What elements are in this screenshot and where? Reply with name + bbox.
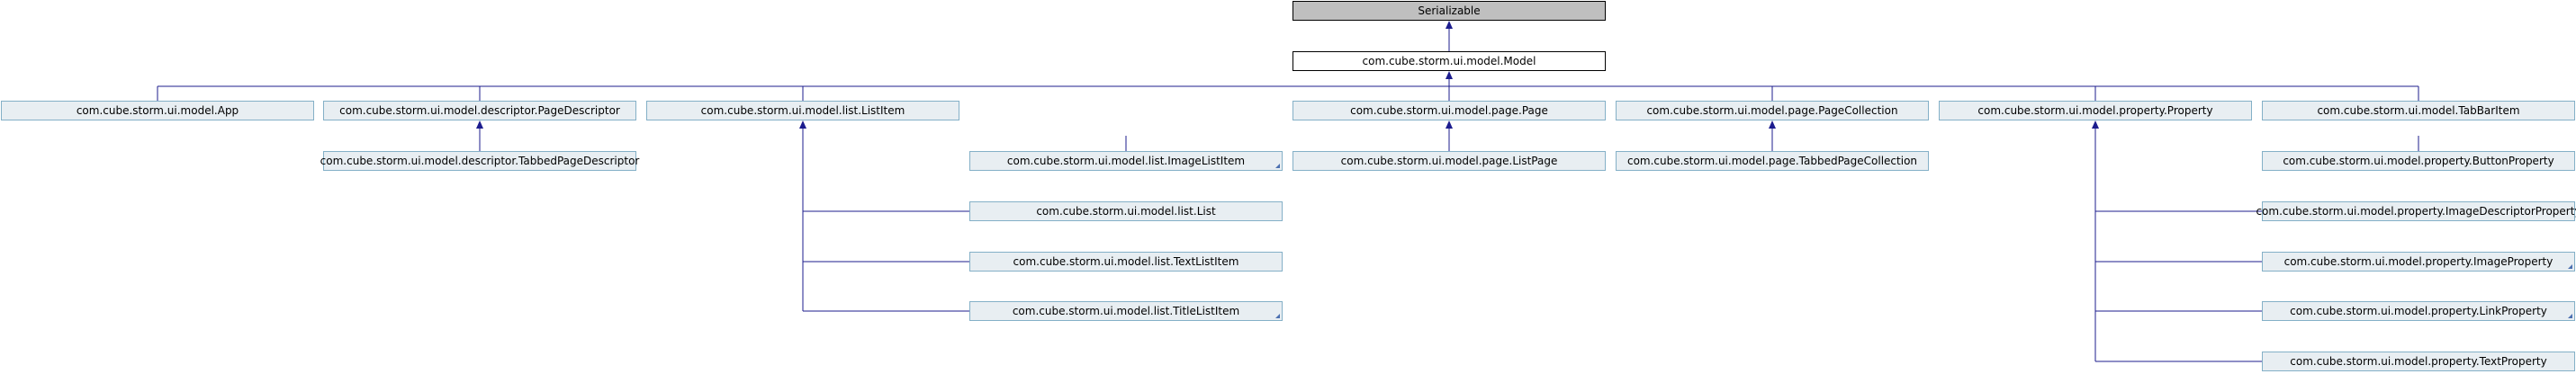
inheritance-arrow-model bbox=[1446, 71, 1453, 79]
class-node-list-item[interactable]: com.cube.storm.ui.model.list.ListItem bbox=[646, 101, 959, 120]
class-node-title-list-item[interactable]: com.cube.storm.ui.model.list.TitleListIt… bbox=[969, 301, 1283, 321]
class-node-button-property[interactable]: com.cube.storm.ui.model.property.ButtonP… bbox=[2262, 151, 2575, 171]
inheritance-arrow-page bbox=[1446, 120, 1453, 129]
inheritance-arrow-serializable bbox=[1446, 21, 1453, 29]
inheritance-arrow-list-item bbox=[799, 120, 806, 129]
class-node-text-property[interactable]: com.cube.storm.ui.model.property.TextPro… bbox=[2262, 352, 2575, 371]
class-node-page-descriptor[interactable]: com.cube.storm.ui.model.descriptor.PageD… bbox=[323, 101, 636, 120]
class-node-tab-bar-item[interactable]: com.cube.storm.ui.model.TabBarItem bbox=[2262, 101, 2575, 120]
inheritance-arrow-property bbox=[2092, 120, 2099, 129]
class-node-app[interactable]: com.cube.storm.ui.model.App bbox=[1, 101, 314, 120]
class-node-page[interactable]: com.cube.storm.ui.model.page.Page bbox=[1293, 101, 1606, 120]
class-node-serializable[interactable]: Serializable bbox=[1293, 1, 1606, 21]
class-node-tabbed-page-collection[interactable]: com.cube.storm.ui.model.page.TabbedPageC… bbox=[1616, 151, 1929, 171]
class-node-image-list-item[interactable]: com.cube.storm.ui.model.list.ImageListIt… bbox=[969, 151, 1283, 171]
class-node-tabbed-page-descriptor[interactable]: com.cube.storm.ui.model.descriptor.Tabbe… bbox=[320, 151, 639, 171]
inheritance-arrow-page-descriptor bbox=[476, 120, 483, 129]
class-node-text-list-item[interactable]: com.cube.storm.ui.model.list.TextListIte… bbox=[969, 252, 1283, 272]
inheritance-arrow-page-collection bbox=[1769, 120, 1776, 129]
class-node-list-page[interactable]: com.cube.storm.ui.model.page.ListPage bbox=[1293, 151, 1606, 171]
class-node-image-property[interactable]: com.cube.storm.ui.model.property.ImagePr… bbox=[2262, 252, 2575, 272]
class-node-page-collection[interactable]: com.cube.storm.ui.model.page.PageCollect… bbox=[1616, 101, 1929, 120]
class-node-image-descriptor-property[interactable]: com.cube.storm.ui.model.property.ImageDe… bbox=[2256, 201, 2576, 221]
class-node-property[interactable]: com.cube.storm.ui.model.property.Propert… bbox=[1939, 101, 2252, 120]
class-node-link-property[interactable]: com.cube.storm.ui.model.property.LinkPro… bbox=[2262, 301, 2575, 321]
class-node-model[interactable]: com.cube.storm.ui.model.Model bbox=[1293, 51, 1606, 71]
class-node-list[interactable]: com.cube.storm.ui.model.list.List bbox=[969, 201, 1283, 221]
